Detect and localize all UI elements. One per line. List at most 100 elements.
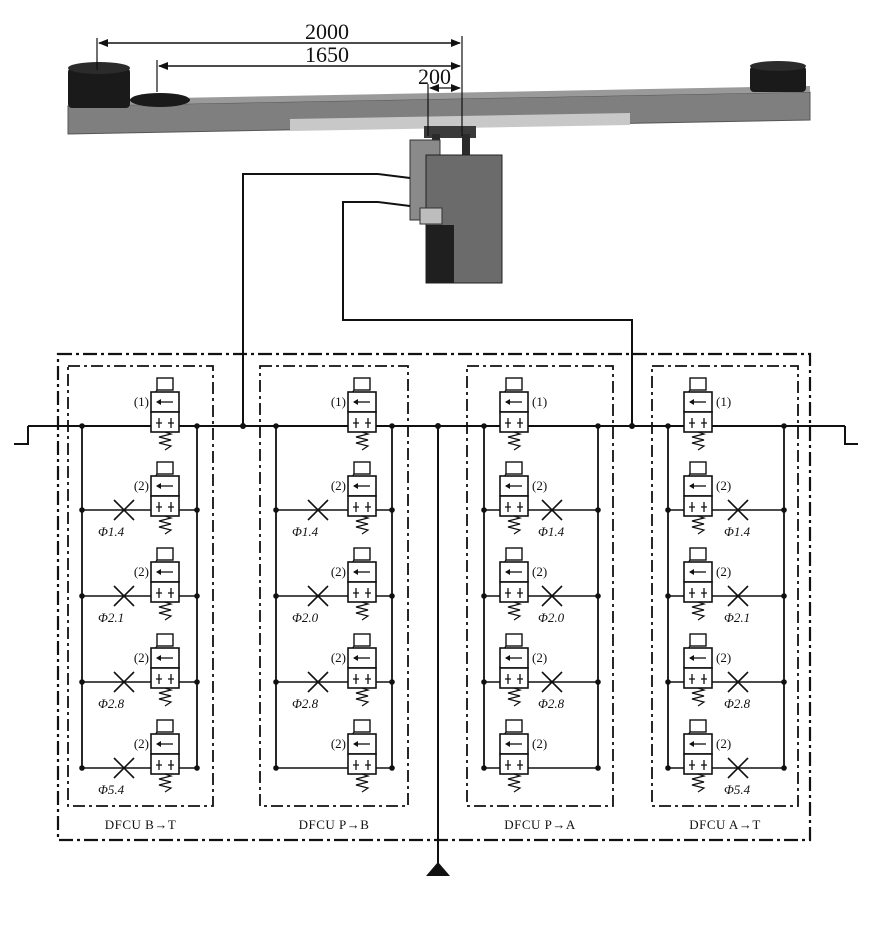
junction-dot	[194, 679, 200, 685]
flow-arrow-head	[156, 741, 161, 747]
valve-label: (2)	[532, 736, 547, 751]
junction-dot	[481, 423, 487, 429]
cylinder-dark-side	[426, 225, 454, 283]
orifice-icon	[307, 671, 329, 693]
flow-arrow-head	[505, 483, 510, 489]
blocked-port-icon	[505, 760, 511, 770]
valve-symbol: (2)	[499, 461, 547, 535]
valve-envelope-bottom	[150, 667, 180, 689]
orifice-symbol: Φ5.4	[98, 757, 135, 797]
blocked-port-icon	[168, 502, 174, 512]
orifice-icon	[541, 585, 563, 607]
junction-dot	[665, 679, 671, 685]
valve-symbol: (1)	[499, 377, 547, 451]
left-mass-top	[68, 62, 130, 74]
dfcu-unit-label: DFCU B→T	[105, 817, 177, 832]
junction-dot	[781, 679, 787, 685]
dfcu-unit: (1)(2)Φ1.4(2)Φ2.0(2)Φ2.8(2)DFCU P→A	[466, 365, 614, 832]
blocked-port-icon	[156, 588, 162, 598]
solenoid-icon	[156, 377, 174, 391]
valve-envelope-bottom	[499, 667, 529, 689]
flow-arrow-head	[353, 569, 358, 575]
bus-junctions	[240, 423, 635, 429]
valve-label: (2)	[331, 650, 346, 665]
blocked-port-icon	[365, 674, 371, 684]
junction-dot	[389, 765, 395, 771]
orifice-label: Φ2.0	[292, 610, 319, 625]
valve-symbol: (1)	[683, 377, 731, 451]
blocked-port-icon	[505, 502, 511, 512]
junction-dot	[481, 507, 487, 513]
orifice-label: Φ2.8	[538, 696, 565, 711]
flow-arrow-head	[689, 655, 694, 661]
valve-label: (2)	[134, 736, 149, 751]
valve-label: (2)	[134, 650, 149, 665]
dfcu-unit-label: DFCU P→A	[504, 817, 576, 832]
blocked-port-icon	[517, 418, 523, 428]
junction-dot	[595, 423, 601, 429]
junction-dot	[79, 765, 85, 771]
spring-icon	[355, 515, 371, 535]
valve-symbol: (2)	[683, 719, 731, 793]
blocked-port-icon	[365, 588, 371, 598]
blocked-port-icon	[353, 674, 359, 684]
solenoid-icon	[156, 461, 174, 475]
spring-icon	[158, 431, 174, 451]
orifice-label: Φ2.8	[724, 696, 751, 711]
blocked-port-icon	[701, 588, 707, 598]
solenoid-icon	[156, 719, 174, 733]
junction-dot	[79, 593, 85, 599]
orifice-symbol: Φ1.4	[292, 499, 329, 539]
junction-dot	[389, 507, 395, 513]
solenoid-icon	[353, 633, 371, 647]
valve-envelope-bottom	[499, 411, 529, 433]
orifice-symbol: Φ2.1	[724, 585, 750, 625]
valve-envelope-bottom	[347, 495, 377, 517]
valve-label: (2)	[716, 564, 731, 579]
valve-symbol: (2)	[331, 547, 377, 621]
orifice-label: Φ5.4	[98, 782, 125, 797]
valve-envelope-bottom	[347, 753, 377, 775]
solenoid-icon	[689, 377, 707, 391]
flow-arrow-head	[505, 741, 510, 747]
valve-envelope-bottom	[683, 753, 713, 775]
valve-label: (1)	[532, 394, 547, 409]
blocked-port-icon	[156, 502, 162, 512]
junction-dot	[781, 593, 787, 599]
orifice-label: Φ1.4	[724, 524, 751, 539]
blocked-port-icon	[517, 760, 523, 770]
junction-dot	[194, 593, 200, 599]
orifice-label: Φ2.8	[292, 696, 319, 711]
orifice-icon	[541, 499, 563, 521]
junction-dot	[389, 593, 395, 599]
blocked-port-icon	[505, 588, 511, 598]
junction-dot	[481, 593, 487, 599]
dfcu-unit: (1)(2)Φ1.4(2)Φ2.0(2)Φ2.8(2)DFCU P→B	[259, 365, 409, 832]
valve-envelope-bottom	[347, 411, 377, 433]
junction-dot	[273, 593, 279, 599]
spring-icon	[507, 601, 523, 621]
blocked-port-icon	[701, 502, 707, 512]
valve-label: (2)	[716, 650, 731, 665]
valve-envelope-bottom	[683, 667, 713, 689]
blocked-port-icon	[689, 502, 695, 512]
orifice-symbol: Φ5.4	[724, 757, 751, 797]
pivot-right-lug	[462, 134, 470, 156]
junction-dot	[240, 423, 246, 429]
orifice-label: Φ1.4	[292, 524, 319, 539]
valve-label: (1)	[134, 394, 149, 409]
junction-dot	[781, 507, 787, 513]
valve-symbol: (2)	[683, 547, 731, 621]
valve-label: (2)	[134, 478, 149, 493]
junction-dot	[781, 423, 787, 429]
dim-200-label: 200	[418, 64, 451, 89]
orifice-symbol: Φ2.8	[98, 671, 135, 711]
valve-label: (2)	[532, 564, 547, 579]
valve-label: (2)	[532, 650, 547, 665]
flow-arrow-head	[156, 655, 161, 661]
orifice-symbol: Φ1.4	[724, 499, 751, 539]
valve-label: (2)	[331, 564, 346, 579]
junction-dot	[595, 765, 601, 771]
blocked-port-icon	[156, 760, 162, 770]
